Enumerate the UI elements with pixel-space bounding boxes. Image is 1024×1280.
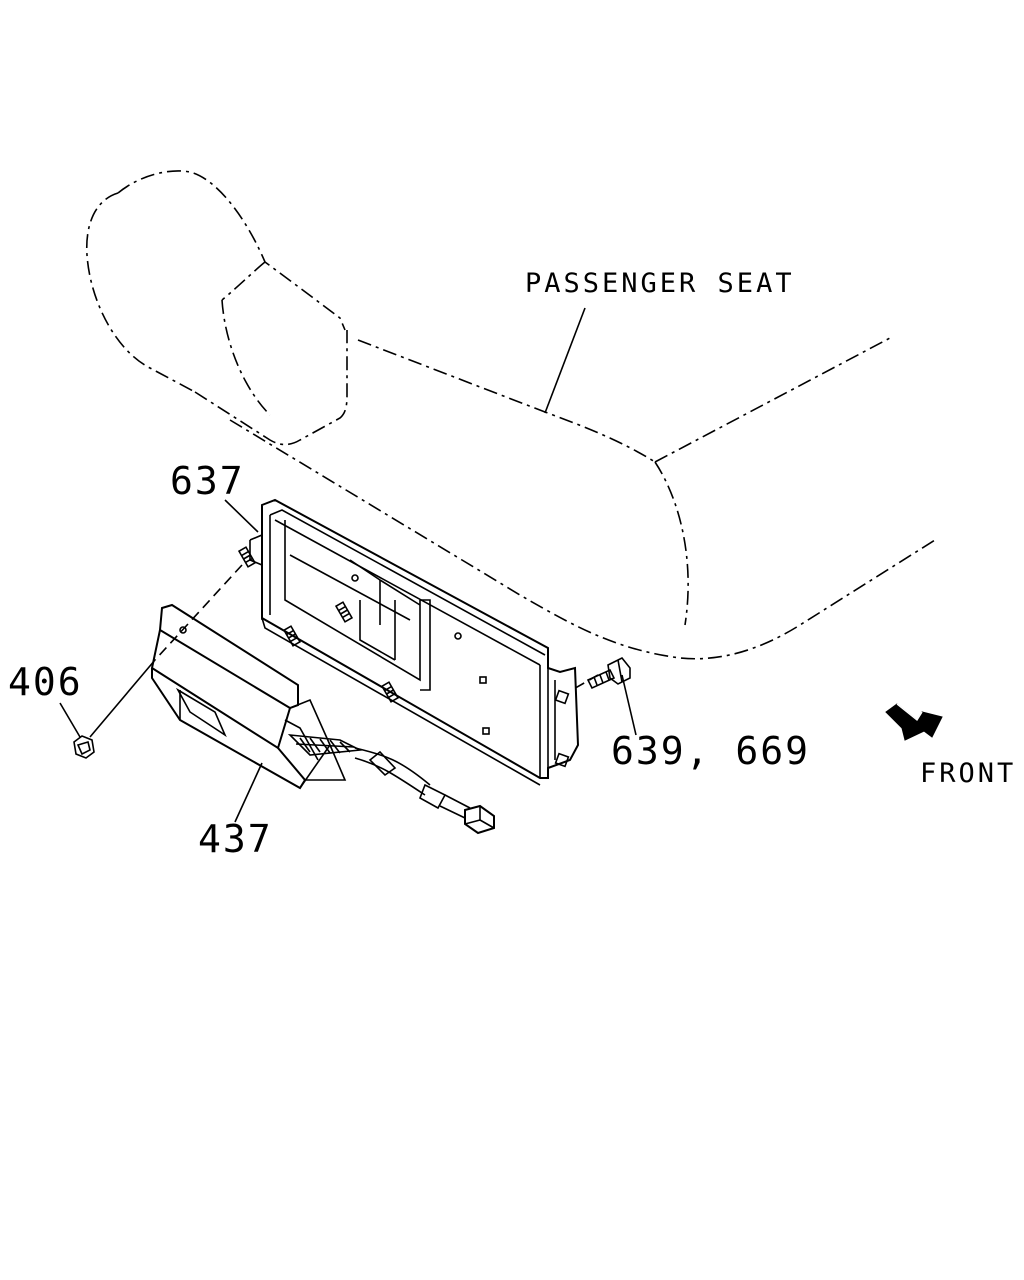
passenger-seat-label: PASSENGER SEAT [525,268,795,299]
leader-639-669 [621,674,637,736]
part-number-637: 637 [170,459,245,503]
bracket-637 [249,498,580,786]
front-arrow-icon [885,703,943,741]
part-number-639-669: 639, 669 [611,729,811,773]
wire-harness [354,747,471,819]
leader-637 [224,499,259,533]
leader-passenger-seat [544,307,586,414]
leader-406 [59,702,81,738]
stud-bolts [237,546,400,703]
part-number-406: 406 [8,660,83,704]
front-label: FRONT [920,758,1017,789]
connector-plug [464,804,495,835]
part-number-437: 437 [198,817,273,861]
bolt-639-669 [586,656,631,690]
passenger-seat-outline [85,170,936,660]
leader-lines [59,307,637,823]
nut-406 [73,735,95,759]
leader-437 [234,762,263,823]
unit-437 [150,603,363,790]
assembly-line-stud [154,564,243,661]
